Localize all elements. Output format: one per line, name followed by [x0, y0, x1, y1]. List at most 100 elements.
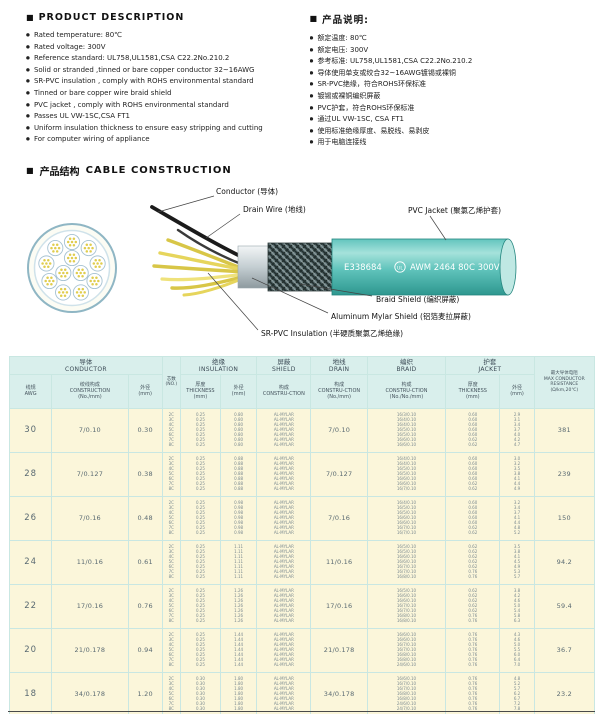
cable-end-face	[499, 238, 517, 296]
product-notes-title: ■ 产品说明:	[310, 12, 594, 27]
conductor-od-cell: 1.20	[127, 671, 163, 714]
bullet-text: Uniform insulation thickness to ensure e…	[33, 123, 263, 132]
core-strand	[160, 272, 248, 282]
resistance-header-en: MAX CONDUCTOR RESISTANCE	[543, 376, 585, 388]
cable-cross-section	[27, 222, 117, 313]
group-conductor-en: CONDUCTOR	[64, 365, 107, 373]
product-notes-list: ●额定温度: 80℃●额定电压: 300V●参考标准: UL758,UL1581…	[310, 33, 594, 149]
bullet-item: ●导体使用单支或绞合32~16AWG镀锡或裸铜	[310, 68, 594, 80]
bullet-text: For computer wiring of appliance	[33, 135, 150, 144]
resistance-header-unit: (Ω/km,20℃)	[550, 387, 579, 393]
bullet-item: ●SR-PVC绝缘，符合ROHS环保标准	[310, 79, 594, 91]
product-notes-section: ■ 产品说明: ●额定温度: 80℃●额定电压: 300V●参考标准: UL75…	[310, 12, 594, 149]
bullet-text: Rated voltage: 300V	[33, 42, 106, 51]
bullet-text: PVC护套，符合ROHS环保标准	[317, 103, 415, 112]
bullet-icon: ●	[309, 59, 314, 65]
product-notes-title-text: 产品说明:	[322, 15, 369, 26]
awg-cell: 22	[8, 583, 53, 629]
ul-logo-icon	[394, 261, 406, 273]
resistance-header-cn: 最大导体电阻	[550, 371, 578, 377]
group-braid-en: BRAID	[396, 365, 417, 373]
bullet-item: ●For computer wiring of appliance	[26, 134, 310, 146]
group-header-conductor: 导体 CONDUCTOR	[9, 355, 163, 375]
bullet-text: 使用标准绝缘厚度、易脱线、易剥皮	[317, 126, 430, 135]
awg-cell: 30	[8, 407, 53, 453]
cable-construction-diagram: E338684 UL AWM 2464 80C 300V Conductor (…	[27, 186, 517, 338]
pvc-jacket-layer	[331, 238, 509, 296]
col-header-max-resistance: 最大导体电阻 MAX CONDUCTOR RESISTANCE (Ω/km,20…	[533, 355, 596, 409]
bullet-item: ●使用标准绝缘厚度、易脱线、易剥皮	[310, 126, 594, 138]
awg-cell: 28	[8, 451, 53, 497]
diagram-leader-lines	[157, 195, 447, 331]
bullet-icon: ●	[309, 36, 314, 41]
cross-section-strands	[38, 233, 106, 301]
bullet-icon: ●	[309, 117, 314, 123]
page-bottom-rule	[8, 711, 595, 712]
bullet-item: ●额定温度: 80℃	[310, 33, 594, 45]
label-mylar-shield: Aluminum Mylar Shield (铝箔麦拉屏蔽)	[331, 311, 471, 321]
drain-construction-cell: 7/0.127	[310, 451, 368, 497]
group-drain-en: DRAIN	[328, 365, 350, 373]
group-header-braid: 编织 BRAID	[366, 355, 447, 375]
bullet-item: ●PVC jacket , comply with ROHS environme…	[26, 100, 310, 112]
bullet-item: ●Solid or stranded ,tinned or bare coppe…	[26, 65, 310, 77]
bullet-icon: ●	[309, 128, 314, 134]
conductor-construction-cell: 7/0.16	[51, 495, 129, 541]
max-resistance-cell: 36.7	[533, 627, 596, 673]
conductor-construction-cell: 7/0.10	[51, 407, 129, 453]
col-header-jacket-od: 外径(mm)	[499, 373, 535, 409]
bullet-item: ●Tinned or bare copper wire braid shield	[26, 88, 310, 100]
max-resistance-cell: 239	[533, 451, 596, 497]
bullet-item: ●Reference standard: UL758,UL1581,CSA C2…	[26, 53, 310, 65]
max-resistance-cell: 150	[533, 495, 596, 541]
conductor-construction-cell: 34/0.178	[51, 671, 129, 714]
max-resistance-cell: 381	[533, 407, 596, 453]
core-strand	[152, 264, 248, 274]
construction-title-cn: 产品结构	[39, 166, 80, 178]
cable-3d-view: E338684 UL AWM 2464 80C 300V	[150, 205, 517, 297]
conductor-construction-cell: 21/0.178	[51, 627, 129, 673]
bullet-icon: ●	[26, 125, 30, 131]
group-braid-cn: 编织	[399, 357, 413, 366]
specification-table: 导体 CONDUCTOR 芯数 (NO.) 绝缘 INSULATION 屏蔽 S…	[8, 355, 596, 714]
label-drain-wire: Drain Wire (地线)	[243, 204, 306, 214]
group-conductor-cn: 导体	[79, 357, 93, 366]
product-description-title: ■ PRODUCT DESCRIPTION	[26, 12, 310, 23]
bullet-text: 通过UL VW-1SC, CSA FT1	[317, 115, 404, 124]
bullet-text: 额定温度: 80℃	[317, 34, 367, 42]
bullet-text: 导体使用单支或绞合32~16AWG镀锡或裸铜	[317, 68, 456, 77]
construction-title-en: CABLE CONSTRUCTION	[85, 164, 232, 176]
group-insulation-cn: 绝缘	[212, 357, 226, 366]
group-shield-en: SHIELD	[272, 365, 296, 373]
drain-construction-cell: 34/0.178	[310, 671, 368, 714]
